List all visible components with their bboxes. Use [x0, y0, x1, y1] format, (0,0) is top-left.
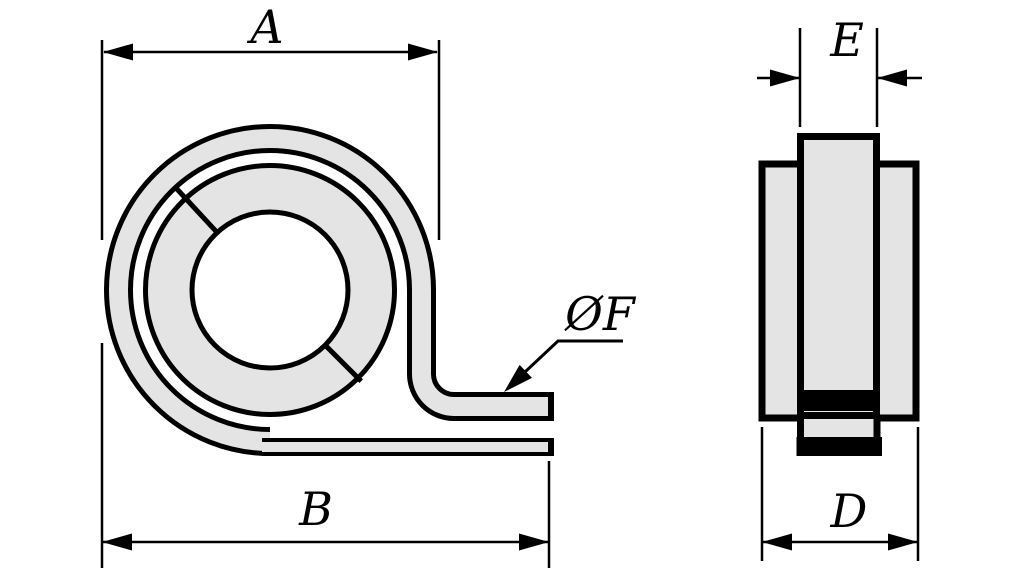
- dim-e-arrow-right-icon: [877, 69, 907, 87]
- dim-b-arrow-right-icon: [519, 533, 549, 551]
- dim-a-arrow-right-icon: [408, 43, 438, 61]
- cushion-bore-edge: [189, 209, 351, 371]
- dim-e-arrow-left-icon: [770, 69, 800, 87]
- side-tail-tab-edge-left: [797, 419, 804, 438]
- dim-a-arrow-left-icon: [103, 43, 133, 61]
- leader-f-arrow-icon: [504, 364, 532, 392]
- dim-label-d: D: [830, 484, 868, 538]
- dim-label-b: B: [298, 482, 333, 536]
- dim-label-e: E: [829, 13, 864, 67]
- dim-label-a: A: [246, 0, 283, 54]
- dim-d-arrow-left-icon: [762, 533, 792, 551]
- dim-d-arrow-right-icon: [888, 533, 918, 551]
- side-tail-tab: [797, 419, 881, 438]
- dim-b-arrow-left-icon: [102, 533, 132, 551]
- cushion-split-upper-left: [173, 185, 218, 233]
- cushion-ring-fill: [147, 167, 393, 413]
- front-view: A B ØF: [100, 0, 637, 568]
- side-view: E D: [757, 13, 922, 561]
- side-tail-tab-edge-right: [873, 419, 881, 438]
- cushion-split-lower-right: [323, 343, 363, 383]
- leader-label-f: ØF: [564, 287, 637, 341]
- side-band-strip: [797, 133, 880, 419]
- band-loop-fill: [109, 129, 548, 451]
- side-band-inner-bar: [804, 390, 874, 411]
- cushion-outer-edge: [143, 163, 397, 417]
- side-tail-end-black: [796, 437, 882, 456]
